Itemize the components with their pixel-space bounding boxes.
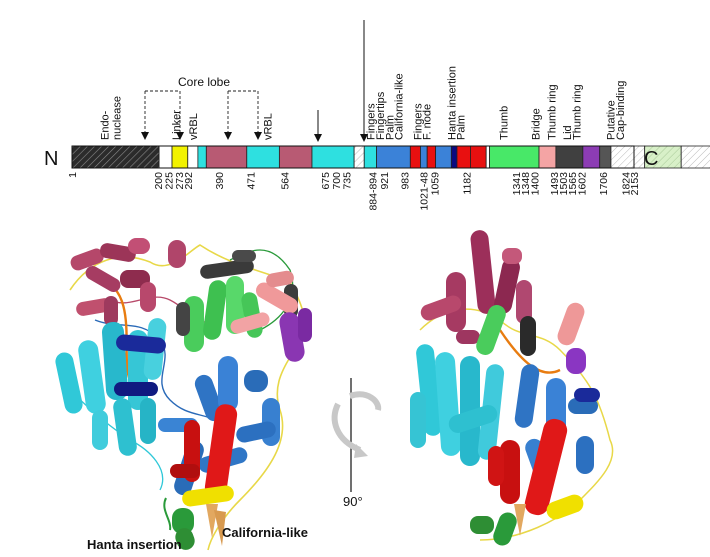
domain-label: Thumb ring [572,84,584,140]
domain-segment [556,146,583,168]
residue-number: 1059 [429,172,441,196]
domain-segment [436,146,452,168]
domain-label: Thumb [499,106,511,140]
residue-number: 1182 [462,172,474,195]
domain-segment [427,146,435,168]
domain-segment [198,146,206,168]
rotation-indicator: 90° [335,378,379,509]
domain-segment [600,146,611,168]
domain-label: nuclease [112,96,124,140]
residue-number: 921 [379,172,391,190]
domain-label: California-like [393,73,405,140]
residue-number: 390 [214,172,226,190]
domain-segment [451,146,457,168]
domain-segment [312,146,354,168]
domain-segment [420,146,427,168]
residue-number: 2153 [629,172,641,196]
hanta-insertion-callout: Hanta insertion [87,537,182,552]
residue-number: 884-894 [368,172,380,211]
domain-segment [247,146,280,168]
residue-number: 471 [246,172,258,190]
domain-bar [72,146,710,168]
domain-segment [206,146,246,168]
domain-segment [354,146,364,168]
residue-number: 983 [400,172,412,190]
california-like-callout: California-like [222,525,308,540]
residue-number: 735 [341,172,353,190]
domain-segment [72,146,159,168]
domain-segment [470,146,486,168]
residue-number: 1 [67,172,79,178]
domain-label: F. node [422,104,434,140]
rotation-arrow-icon [354,444,368,458]
n-terminus-label: N [44,148,58,170]
c-terminus-label: C [644,148,658,170]
domain-segment [583,146,600,168]
residue-number: 675 [320,172,332,190]
residue-number: 1400 [530,172,542,196]
residue-number: 292 [183,172,195,190]
domain-label: Bridge [531,108,543,140]
domain-label: vRBL [188,113,200,140]
rotation-label: 90° [343,494,363,509]
domain-segment [188,146,198,168]
residue-number: 1021-48 [418,172,430,211]
core-lobe-label: Core lobe [178,75,230,89]
domain-segment [490,146,539,168]
domain-label: Cap-binding [615,81,627,140]
california-arrow-icon [314,134,322,142]
domain-label: Palm [455,115,467,140]
domain-segment [681,146,710,168]
domain-label: Endo- [100,110,112,140]
residue-number: 1706 [598,172,610,196]
domain-segment [159,146,172,168]
domain-segment [410,146,420,168]
structure-left [54,238,312,552]
structure-right [410,229,613,548]
domain-label: vRBL [263,113,275,140]
domain-segment [611,146,645,168]
domain-segment [457,146,470,168]
domain-segment [364,146,376,168]
residue-number: 564 [279,172,291,190]
domain-segment [486,146,489,168]
domain-label: Thumb ring [546,84,558,140]
residue-number: 1602 [577,172,589,196]
domain-segment [377,146,411,168]
domain-segment [279,146,312,168]
core-lobe-bracket: Core lobe [141,75,262,140]
domain-segment [539,146,556,168]
domain-segment [172,146,188,168]
